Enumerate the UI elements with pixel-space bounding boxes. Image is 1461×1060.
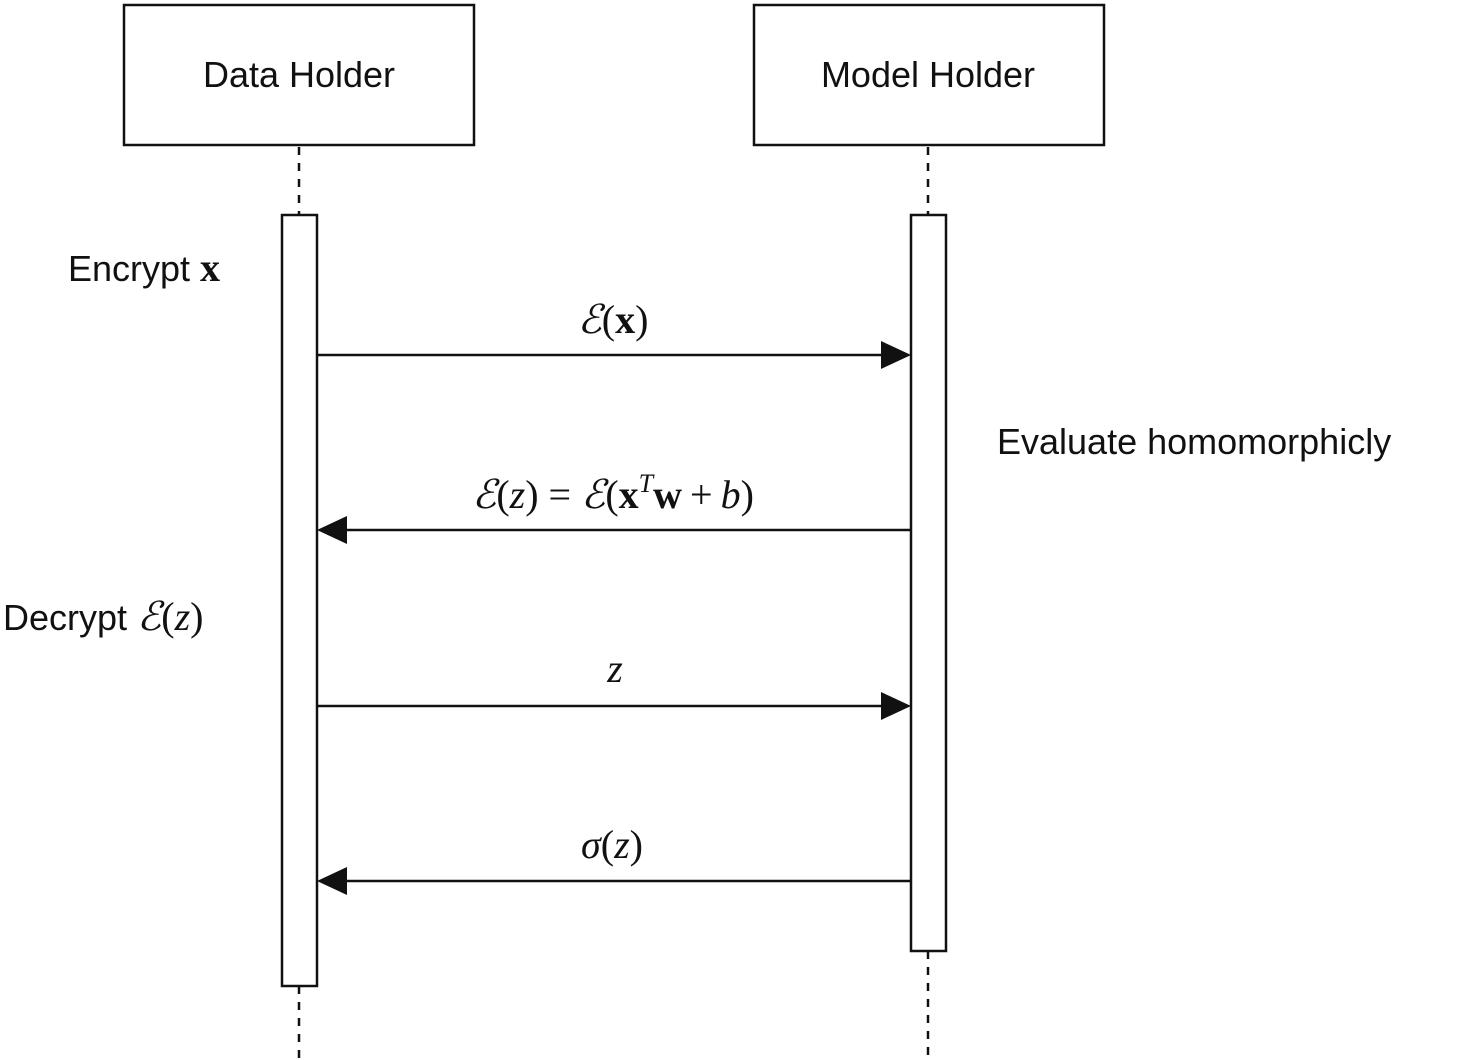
message-enc-z: ℰ(z)=ℰ(xTw+b) (317, 469, 911, 544)
message-z: z (317, 646, 911, 720)
message-label: ℰ(x) (578, 297, 649, 342)
participant-box (122, 3, 476, 147)
message-label: σ(z) (581, 822, 643, 867)
participant-box (752, 3, 1106, 147)
arrowhead-left-icon (317, 516, 347, 544)
activation-bar-model-holder (909, 213, 948, 953)
participant-model-holder: Model Holder (752, 3, 1106, 147)
participant-data-holder: Data Holder (122, 3, 476, 147)
participant-label: Data Holder (203, 54, 395, 95)
arrowhead-right-icon (881, 341, 911, 369)
message-enc-x: ℰ(x) (317, 297, 911, 369)
message-label: z (606, 646, 623, 691)
message-label: ℰ(z)=ℰ(xTw+b) (472, 469, 754, 517)
message-sigma: σ(z) (317, 822, 911, 895)
note-decrypt: Decrypt ℰ(z) (3, 594, 204, 639)
note-encrypt: Encrypt x (68, 245, 220, 290)
note-evaluate: Evaluate homomorphicly (997, 421, 1391, 462)
activation-bar-data-holder (280, 213, 319, 988)
participant-label: Model Holder (821, 54, 1035, 95)
arrowhead-right-icon (881, 692, 911, 720)
arrowhead-left-icon (317, 867, 347, 895)
